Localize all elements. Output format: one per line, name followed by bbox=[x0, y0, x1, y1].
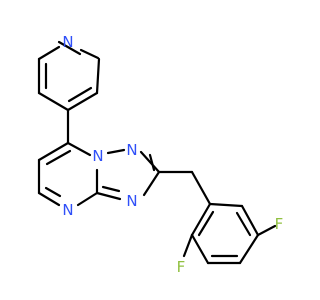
difluorophenyl-ring bbox=[190, 202, 260, 265]
bond bbox=[197, 210, 215, 237]
bond bbox=[106, 148, 126, 155]
bond bbox=[142, 170, 161, 197]
bond bbox=[95, 191, 122, 201]
bond bbox=[182, 233, 194, 258]
bond bbox=[66, 91, 99, 112]
bond bbox=[37, 191, 61, 207]
triazole-bottom-nitrogen-label: N bbox=[126, 192, 137, 210]
triazole-top-nitrogen-label: N bbox=[126, 141, 137, 159]
bond bbox=[190, 170, 212, 206]
bond bbox=[148, 153, 156, 172]
upper-fluorine-label: F bbox=[275, 215, 284, 233]
bond bbox=[67, 86, 93, 103]
bond bbox=[37, 141, 70, 162]
pyridine-nitrogen-label: N bbox=[62, 33, 73, 51]
bond bbox=[57, 40, 82, 56]
bond bbox=[44, 186, 62, 198]
bond bbox=[95, 57, 101, 95]
bond bbox=[235, 211, 252, 237]
bond bbox=[240, 204, 260, 237]
bridgehead-nitrogen-label: N bbox=[92, 147, 103, 165]
bond bbox=[190, 233, 210, 265]
bond bbox=[256, 224, 277, 237]
pyrimidine-ring bbox=[37, 141, 99, 207]
molecule-canvas: N N N N N F F bbox=[37, 33, 284, 276]
bond bbox=[37, 91, 70, 112]
bond bbox=[190, 202, 212, 237]
bond bbox=[79, 48, 100, 60]
pyridine-ring bbox=[37, 40, 101, 112]
bond bbox=[76, 191, 99, 207]
pyrimidine-nitrogen-label: N bbox=[62, 201, 73, 219]
bond bbox=[66, 141, 92, 157]
bond bbox=[208, 202, 244, 208]
lower-fluorine-label: F bbox=[177, 258, 186, 276]
bond bbox=[238, 233, 260, 265]
bond bbox=[45, 149, 72, 166]
bond bbox=[101, 185, 121, 193]
triazole-ring bbox=[95, 148, 161, 201]
bond bbox=[37, 45, 61, 61]
structure-diagram: N N N N N F F bbox=[37, 33, 284, 276]
bond bbox=[139, 150, 161, 174]
